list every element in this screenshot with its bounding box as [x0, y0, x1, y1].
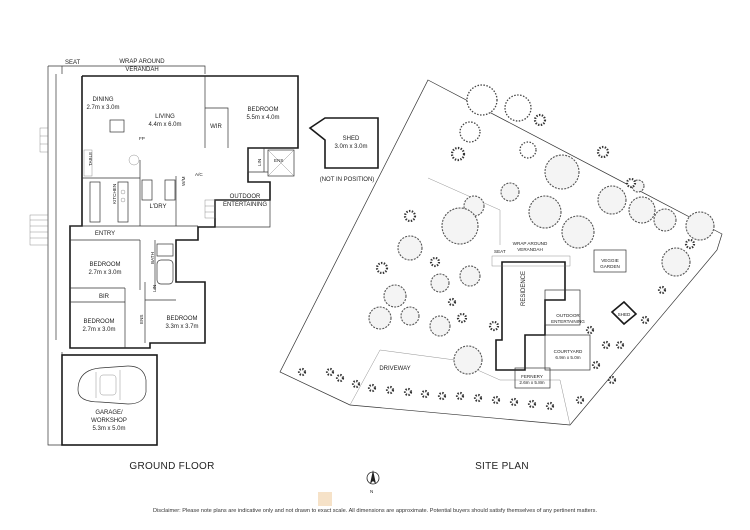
veggie-garden — [593, 249, 627, 273]
linen2-label: LIN — [152, 285, 157, 292]
shed-label: SHED — [343, 136, 360, 142]
ground-floor-plan: SEAT WRAP AROUND VERANDAH DINING 2.7m x … — [29, 59, 299, 472]
site-shed-outline — [610, 300, 638, 326]
site-shed-label: SHED — [618, 312, 631, 317]
driveway-edge-2 — [500, 379, 571, 426]
garage-outline — [61, 354, 158, 446]
shed-size: 3.0m x 3.0m — [334, 144, 367, 150]
disclaimer-text: Disclaimer: Please note plans are indica… — [153, 508, 597, 514]
gf-verandah-label-1: WRAP AROUND — [119, 59, 165, 65]
verandah-west-edge — [47, 66, 63, 446]
veggie-label-2: GARDEN — [600, 264, 620, 269]
gf-verandah-label-2: VERANDAH — [125, 67, 158, 73]
residence-label: RESIDENCE — [521, 271, 527, 306]
kitchen-label: KITCHEN — [112, 184, 117, 204]
bath-label: BATH — [150, 252, 155, 264]
wir-label: WIR — [210, 124, 222, 130]
shed-outline — [308, 117, 379, 169]
site-plan: SEAT WRAP AROUND VERANDAH RESIDENCE OUTD… — [279, 79, 723, 472]
courtyard-label: COURTYARD — [554, 349, 583, 354]
north-label: N — [370, 489, 373, 494]
linen1-label: LIN — [257, 159, 262, 166]
bedroom3-label: BEDROOM — [83, 319, 114, 325]
dining-table — [83, 149, 93, 177]
verandah-north-edge — [48, 65, 206, 74]
gf-outdoor-label-1: OUTDOOR — [230, 194, 261, 200]
bedroom3-size: 2.7m x 3.0m — [82, 327, 115, 333]
entry-label: ENTRY — [95, 231, 115, 237]
bedroom1-size: 5.5m x 4.0m — [246, 115, 279, 121]
bathtub — [156, 259, 174, 285]
fireplace-label: FP — [139, 136, 145, 141]
dining-size: 2.7m x 3.0m — [86, 105, 119, 111]
site-verandah-label-1: WRAP AROUND — [513, 241, 548, 246]
site-seat-label: SEAT — [494, 249, 506, 254]
ensuite1-label: ENS — [274, 158, 283, 163]
internal-fence-1 — [427, 177, 501, 245]
wir-wall — [205, 107, 229, 148]
gf-outdoor-label-2: ENTERTAINING — [223, 202, 267, 208]
washing-machine-space — [164, 179, 176, 201]
north-arrow-icon: N — [366, 470, 380, 494]
table-label: TABLE — [88, 152, 93, 166]
watermark-logo — [318, 492, 332, 506]
ensuite-shower — [267, 149, 295, 177]
kitchen-bench-west — [89, 181, 101, 223]
west-steps — [29, 127, 49, 246]
wm-label: W/M — [181, 176, 186, 186]
residence-outline — [495, 261, 566, 371]
ac-label: A/C — [195, 172, 203, 177]
bedroom2-label: BEDROOM — [89, 262, 120, 268]
shed-note: (NOT IN POSITION) — [320, 177, 375, 183]
kitchen-bench-east — [117, 181, 129, 223]
living-label: LIVING — [155, 114, 175, 120]
garage-size: 5.3m x 5.0m — [92, 426, 125, 432]
bedroom2-size: 2.7m x 3.0m — [88, 270, 121, 276]
bedroom4-size: 3.3m x 3.7m — [165, 324, 198, 330]
driveway-label: DRIVEWAY — [379, 366, 410, 372]
site-plan-title: SITE PLAN — [475, 461, 529, 472]
bedroom1-label: BEDROOM — [247, 107, 278, 113]
dining-label: DINING — [93, 97, 114, 103]
fireplace — [109, 119, 125, 133]
ensuite2-label: ENS — [139, 315, 144, 324]
shed-detail: SHED 3.0m x 3.0m (NOT IN POSITION) — [308, 117, 379, 183]
door-swing — [128, 154, 140, 166]
site-verandah — [491, 255, 571, 267]
site-fernery — [514, 367, 551, 389]
bir-label: BIR — [99, 294, 110, 300]
laundry-tub — [141, 179, 153, 201]
site-outdoor-label-1: OUTDOOR — [556, 313, 580, 318]
bedroom4-label: BEDROOM — [166, 316, 197, 322]
trees — [297, 84, 715, 411]
garage-label-1: GARAGE/ — [95, 410, 123, 416]
living-size: 4.4m x 6.0m — [148, 122, 181, 128]
site-outdoor-entertaining — [544, 289, 581, 326]
laundry-label: L'DRY — [149, 204, 166, 210]
site-verandah-label-2: VERANDAH — [517, 247, 543, 252]
car-icon — [77, 365, 147, 405]
gf-seat-label: SEAT — [65, 60, 81, 66]
garage-label-2: WORKSHOP — [91, 418, 127, 424]
fernery-label: FERNERY — [521, 374, 543, 379]
ensuite-wall — [247, 148, 268, 173]
site-outdoor-label-2: ENTERTAINING — [551, 319, 585, 324]
east-steps — [204, 199, 216, 219]
bath-vanity — [156, 243, 174, 257]
ground-floor-title: GROUND FLOOR — [129, 461, 214, 472]
site-courtyard — [544, 334, 591, 371]
fernery-size: 2.6m x 5.8m — [519, 380, 544, 385]
veggie-label-1: VEGGIE — [601, 258, 619, 263]
outdoor-entertaining-area — [215, 199, 271, 228]
courtyard-size: 6.9m x 5.0m — [555, 355, 580, 360]
